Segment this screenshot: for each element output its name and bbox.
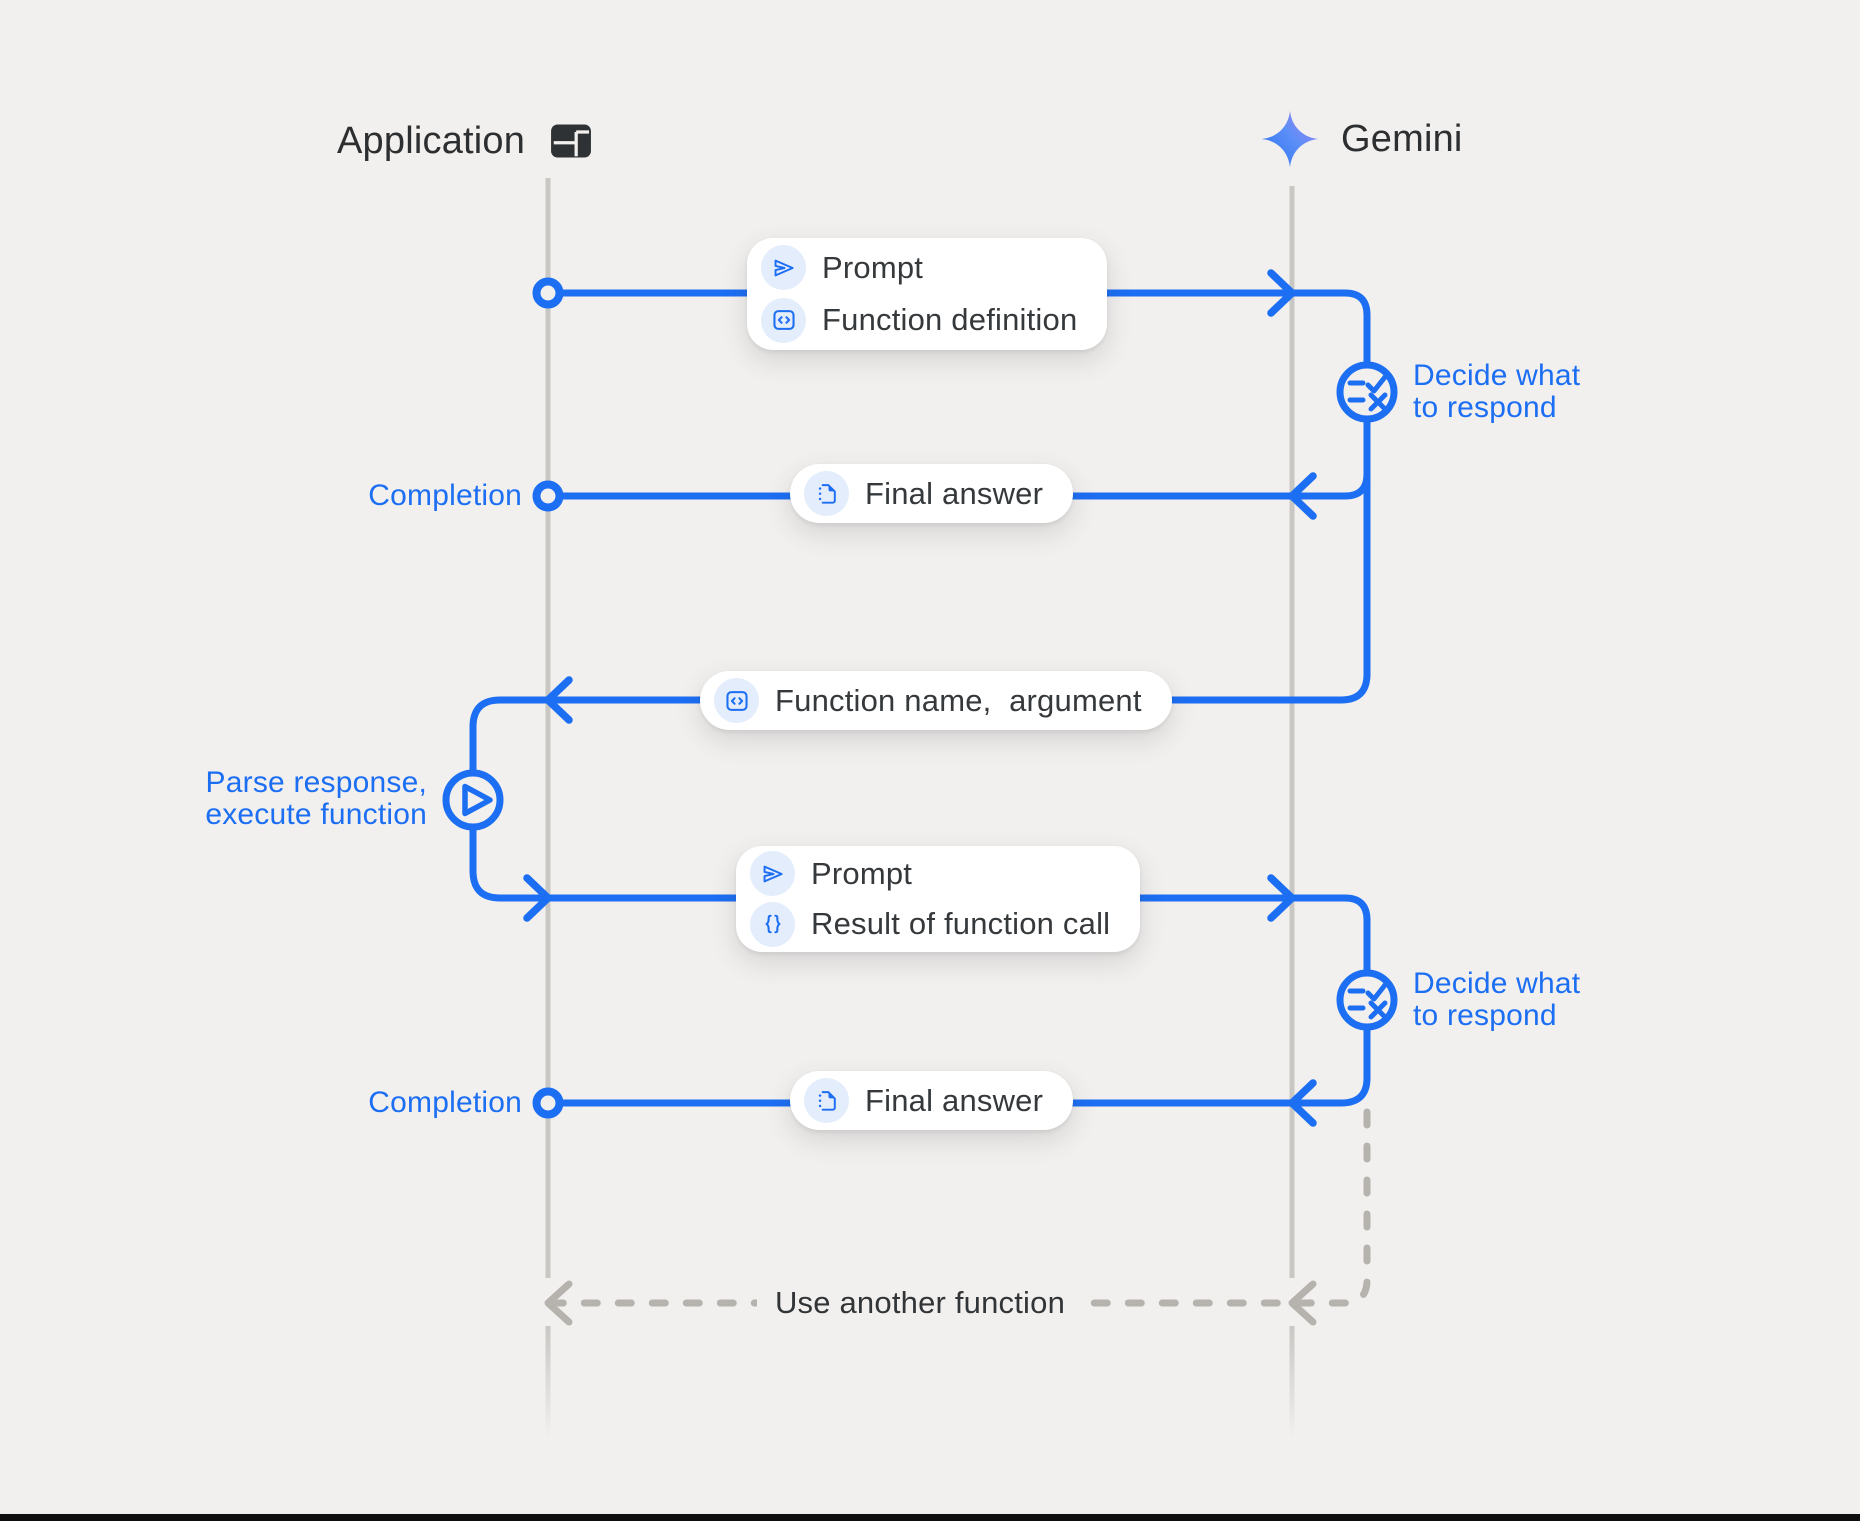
decide-checklist-icon xyxy=(1336,969,1398,1031)
execute-play-icon xyxy=(442,769,504,831)
arrowhead-prompt1-at-gemini xyxy=(1267,269,1296,317)
message-label: Result of function call xyxy=(811,906,1111,942)
message-label: Final answer xyxy=(865,475,1044,511)
message-row: Function name, argument xyxy=(714,678,1142,723)
completion-label-2: Completion xyxy=(368,1086,522,1119)
document-icon xyxy=(804,1078,849,1123)
use-another-function-label: Use another function xyxy=(756,1287,1084,1319)
gemini-actor: Gemini xyxy=(1259,108,1463,170)
completion-ring-2 xyxy=(532,1087,564,1119)
dashed-arrowhead-at-application xyxy=(544,1280,573,1326)
code-brackets-icon xyxy=(714,678,759,723)
message-box-function-name-argument: Function name, argument xyxy=(700,671,1172,730)
message-label: Function definition xyxy=(822,302,1078,338)
message-label: Prompt xyxy=(822,249,924,285)
origin-ring-prompt1 xyxy=(532,277,564,309)
bottom-bar xyxy=(0,1514,1860,1521)
parse-execute-annotation: Parse response, execute function xyxy=(205,766,427,831)
decide-checklist-icon xyxy=(1336,361,1398,423)
send-icon xyxy=(761,245,806,291)
dashed-arrowhead-at-gemini xyxy=(1288,1280,1317,1326)
completion-ring-1 xyxy=(532,480,564,512)
message-box-final-answer-1: Final answer xyxy=(790,464,1074,523)
gemini-label: Gemini xyxy=(1341,117,1463,160)
message-box-prompt-result: Prompt Result of function call xyxy=(736,846,1141,952)
message-box-prompt-function-definition: Prompt Function definition xyxy=(747,238,1108,350)
app-window-icon xyxy=(551,124,592,158)
message-label: Prompt xyxy=(811,855,913,891)
send-icon xyxy=(750,851,795,897)
message-label: Function name, argument xyxy=(775,682,1142,718)
final-answer-1-branch-path xyxy=(557,436,1371,500)
application-actor: Application xyxy=(337,110,597,172)
gemini-star-icon xyxy=(1261,110,1319,168)
completion-label-1: Completion xyxy=(368,479,522,512)
message-row: Final answer xyxy=(804,1078,1043,1123)
use-another-function-dashed-path xyxy=(530,1108,1371,1307)
decide-annotation-2: Decide what to respond xyxy=(1413,967,1581,1032)
decide-annotation-1: Decide what to respond xyxy=(1413,359,1581,424)
message-row: Result of function call xyxy=(750,901,1111,947)
application-label: Application xyxy=(337,119,526,162)
message-row: Prompt xyxy=(761,245,1077,291)
message-row: Prompt xyxy=(750,851,1110,897)
arrowhead-final1-at-gemini xyxy=(1288,472,1317,520)
message-label: Final answer xyxy=(865,1082,1044,1118)
message-box-final-answer-2: Final answer xyxy=(790,1071,1074,1130)
arrowhead-funcname-at-application xyxy=(544,676,573,724)
message-row: Function definition xyxy=(761,297,1078,343)
message-row: Final answer xyxy=(804,471,1043,516)
document-icon xyxy=(804,471,849,516)
arrowhead-final2-at-gemini xyxy=(1288,1079,1317,1127)
use-another-function-row: Use another function xyxy=(548,1287,1292,1319)
code-brackets-icon xyxy=(761,297,806,343)
arrowhead-prompt2-at-application xyxy=(523,874,552,922)
arrowhead-prompt2-at-gemini xyxy=(1267,874,1296,922)
curly-braces-icon xyxy=(750,901,795,947)
